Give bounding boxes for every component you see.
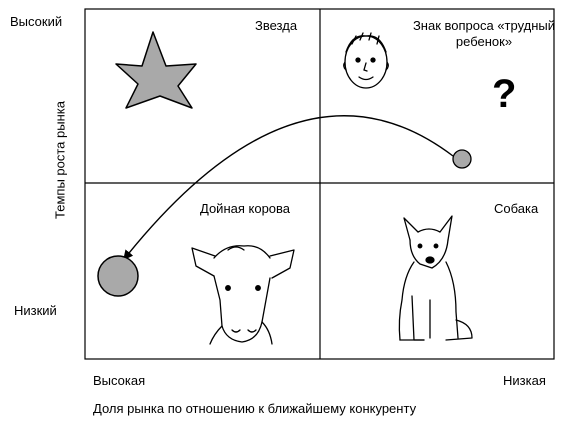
x-axis-high-label: Высокая	[93, 373, 146, 388]
question-mark-symbol: ?	[492, 72, 516, 116]
x-axis-low-label: Низкая	[503, 373, 546, 388]
large-circle-marker	[97, 255, 139, 297]
transition-arrow	[123, 115, 454, 261]
quadrant-title-dog: Собака	[494, 201, 539, 216]
dog-icon	[398, 215, 473, 341]
quadrant-title-star: Звезда	[255, 18, 298, 33]
y-axis-low-label: Низкий	[14, 303, 57, 318]
star-icon	[115, 31, 197, 109]
cow-icon	[191, 245, 295, 345]
x-axis-title: Доля рынка по отношению к ближайшему кон…	[93, 401, 417, 416]
y-axis-high-label: Высокий	[10, 14, 63, 29]
quadrant-title-question-mark: Знак вопроса «трудный ребенок»	[412, 18, 556, 49]
small-circle-marker	[452, 149, 472, 169]
quadrant-title-cash-cow: Дойная корова	[200, 201, 291, 216]
y-axis-title: Темпы роста рынка	[52, 101, 68, 219]
child-face-icon	[343, 32, 389, 89]
